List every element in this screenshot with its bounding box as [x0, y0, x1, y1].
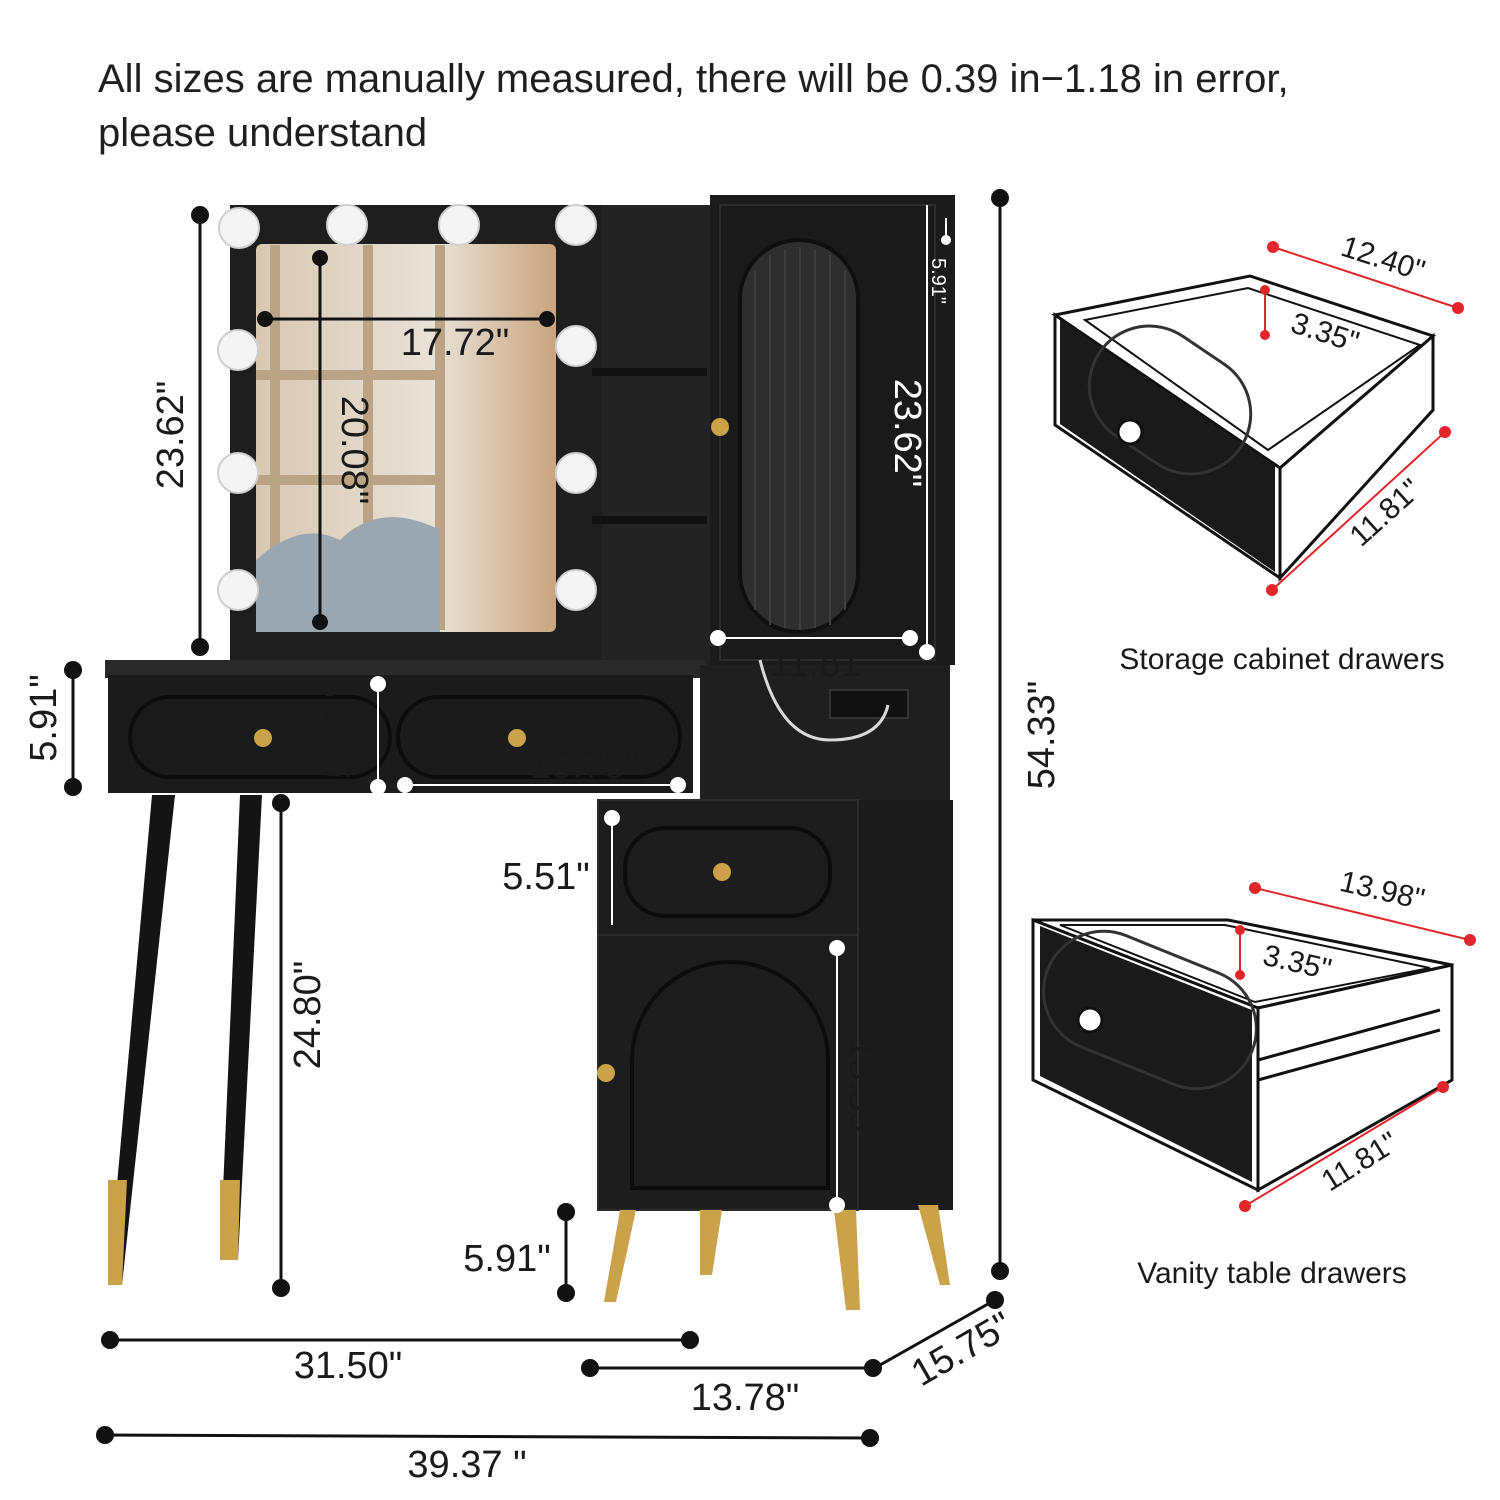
note-line-2: please understand — [98, 111, 428, 155]
cabinet-door-knob — [597, 1064, 615, 1082]
mirror-width-label: 17.72" — [401, 322, 510, 364]
cabinet-base-width-label: 13.78" — [691, 1377, 800, 1419]
fluted-lines — [754, 248, 846, 630]
front-left-leg — [108, 795, 175, 1285]
charging-cable — [758, 659, 890, 742]
bulb — [326, 204, 368, 246]
mirror — [256, 244, 556, 632]
cabinet-drawer-knob — [713, 863, 731, 881]
measurement-note: All sizes are manually measured, there w… — [98, 52, 1428, 160]
small-drawer-height-label: 5.51" — [502, 856, 589, 898]
bulb — [217, 452, 259, 494]
socket-section — [700, 665, 950, 800]
vanity-drawer-width-label: 13.98" — [1337, 865, 1428, 916]
cabinet-legs — [604, 1205, 950, 1310]
bulb — [217, 569, 259, 611]
vanity-drawer-illustration — [1031, 917, 1454, 1193]
shelf-2 — [592, 516, 707, 524]
cabinet-top-gap-label: 5.91" — [927, 258, 949, 304]
front-left-leg-tip — [108, 1180, 127, 1285]
door-height-label: 13.39" — [841, 1038, 883, 1147]
total-width-label: 39.37 " — [407, 1444, 526, 1486]
storage-drawer-illustration — [1051, 274, 1436, 582]
leg-height-label: 24.80" — [287, 961, 329, 1070]
cabinet-drawer-front — [623, 826, 832, 918]
desk-width-label: 31.50" — [294, 1345, 403, 1387]
outer-dimension-lines — [64, 189, 1009, 1447]
power-outlet — [829, 689, 909, 719]
cabinet-door — [597, 934, 859, 1211]
mirror-height-label: 20.08" — [333, 396, 375, 505]
glass-door-height-label: 23.62" — [886, 379, 928, 488]
mirror-frame-height-label: 23.62" — [150, 381, 192, 490]
vanity-bulbs — [217, 204, 597, 611]
bulb — [217, 329, 259, 371]
dimension-labels: 23.62" 17.72" 20.08" 5.91" 23.62" 11.81"… — [23, 258, 1063, 1486]
vanity-drawer-dimension-lines — [1235, 882, 1476, 1212]
cabinet-leg-height-label: 5.91" — [463, 1238, 550, 1280]
storage-drawer-caption: Storage cabinet drawers — [1119, 643, 1444, 676]
shelf-1 — [592, 368, 707, 376]
back-left-leg-tip — [220, 1180, 240, 1260]
vanity-furniture — [105, 195, 955, 1310]
bulb — [555, 325, 597, 367]
bulb — [438, 204, 480, 246]
arch-door-panel — [630, 960, 830, 1190]
mountain-reflection — [256, 517, 440, 632]
bulb — [555, 569, 597, 611]
total-height-label: 54.33" — [1021, 681, 1063, 790]
right-drawer-knob — [508, 729, 526, 747]
drawer-front-height-label: 5.12" — [319, 691, 361, 778]
bulb — [555, 452, 597, 494]
vanity-drawer-caption: Vanity table drawers — [1137, 1257, 1407, 1290]
desk-apron — [108, 675, 693, 793]
open-shelves — [602, 205, 710, 665]
left-drawer-knob — [254, 729, 272, 747]
note-line-1: All sizes are manually measured, there w… — [98, 57, 1289, 101]
left-drawer-front — [128, 695, 392, 779]
bulb — [555, 204, 597, 246]
bulb — [218, 207, 260, 249]
cabinet-width-label: 11.81" — [769, 643, 875, 685]
inner-dimension-lines — [257, 205, 951, 1213]
drawer-section-height-label: 5.91" — [23, 674, 65, 761]
drawer-width-label: 15.75" — [530, 745, 639, 787]
right-drawer-front — [396, 695, 682, 779]
glass-door-knob — [711, 418, 729, 436]
storage-drawer-dimension-lines — [1260, 241, 1464, 596]
desk-top — [105, 660, 705, 678]
back-left-leg — [220, 795, 262, 1260]
storage-drawer-width-label: 12.40" — [1337, 230, 1429, 288]
